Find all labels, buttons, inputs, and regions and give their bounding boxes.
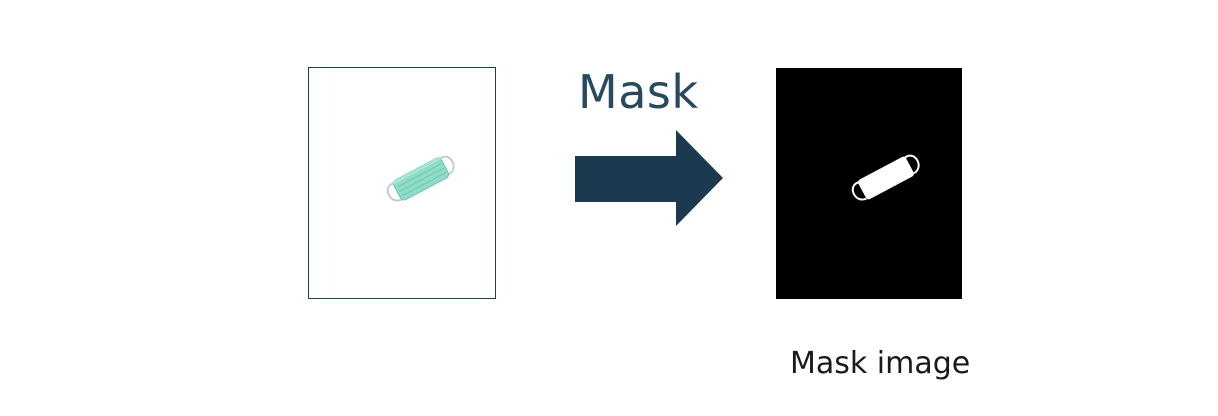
mask-image-caption: Mask image xyxy=(790,346,971,381)
surgical-mask-photo xyxy=(386,155,455,202)
source-image xyxy=(308,67,496,299)
right-arrow-icon xyxy=(575,130,723,226)
arrow-label: Mask xyxy=(578,65,699,119)
mask-image xyxy=(776,68,962,299)
mask-silhouette xyxy=(851,154,920,201)
